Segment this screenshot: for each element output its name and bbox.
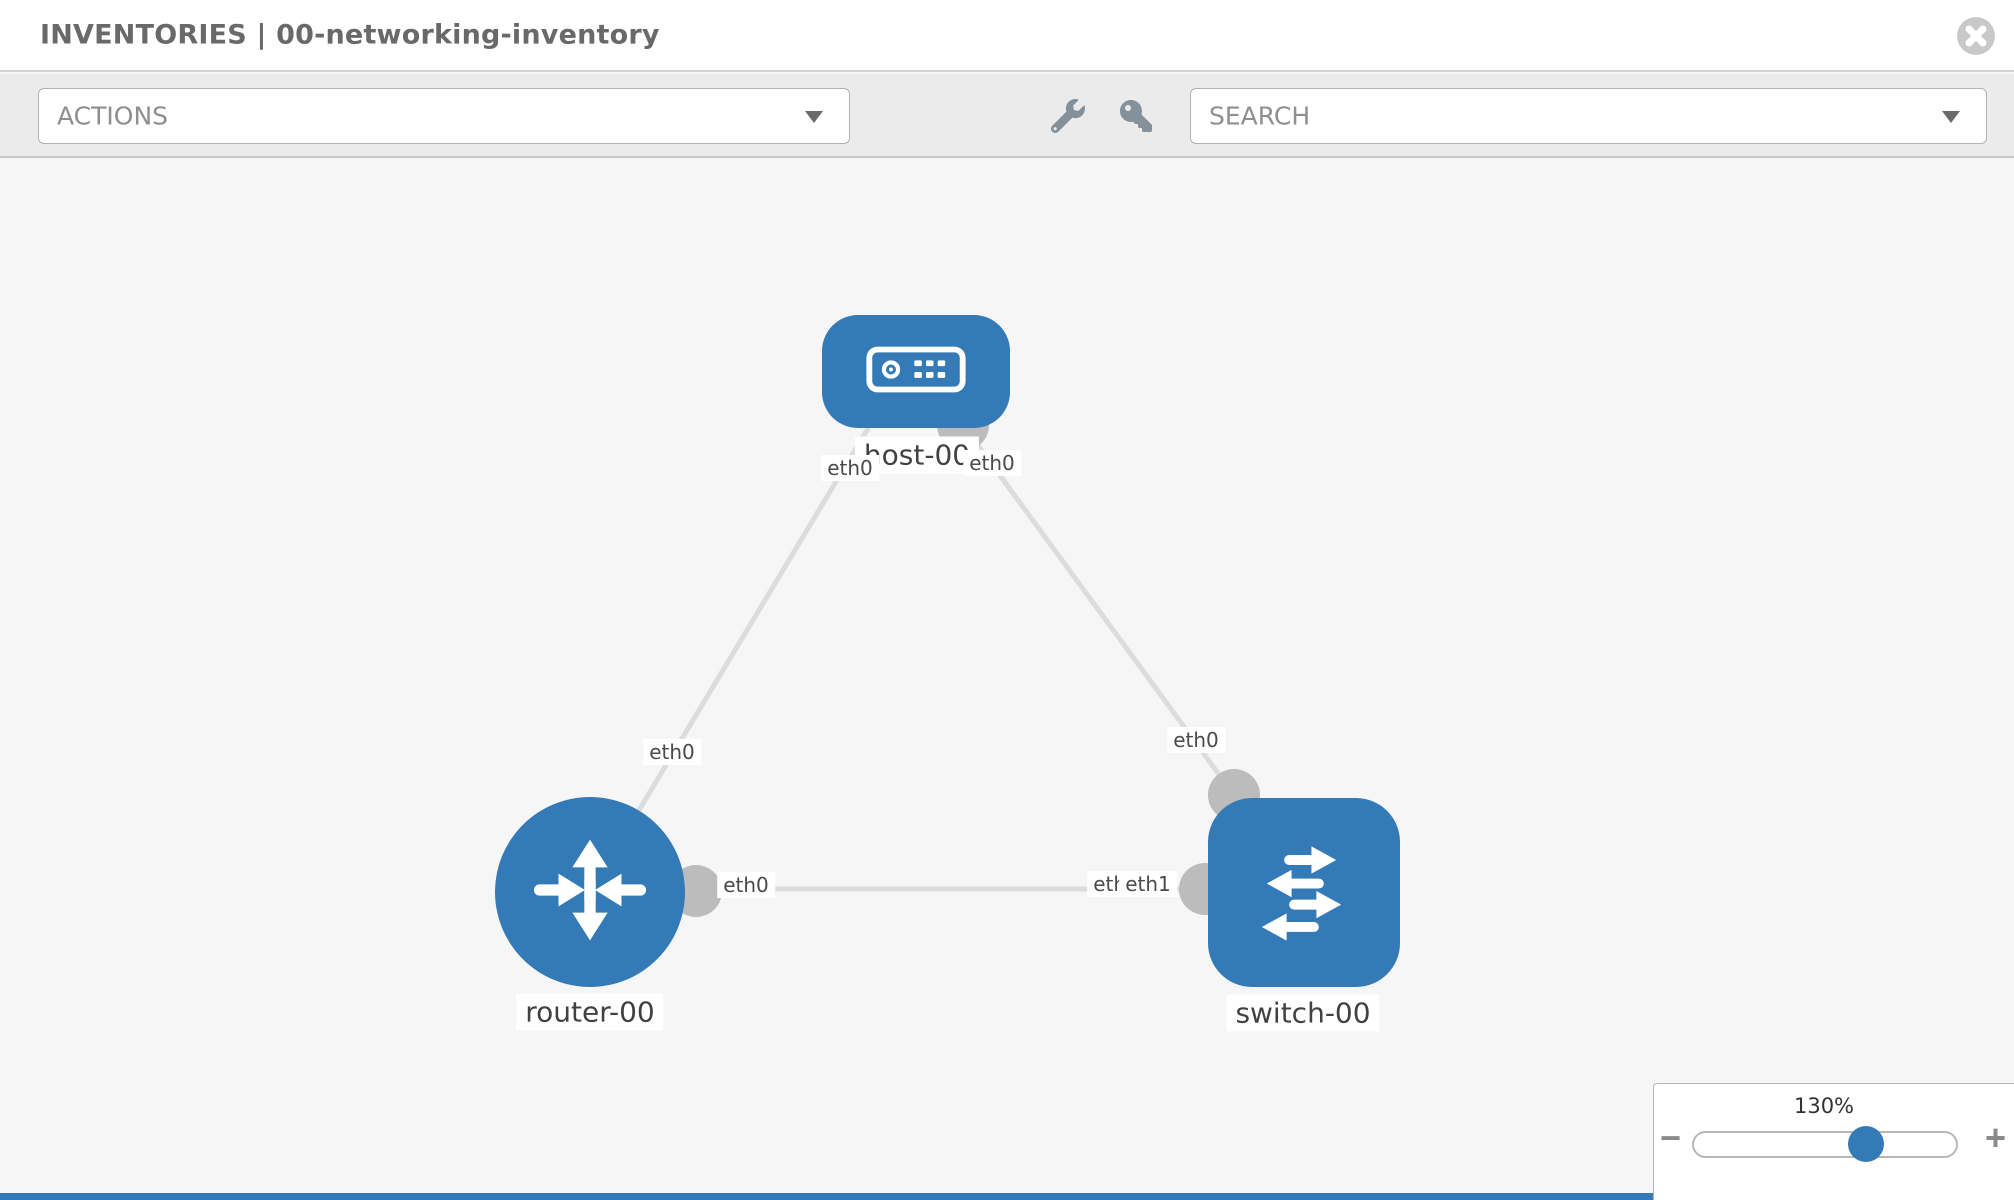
search-dropdown[interactable]: SEARCH [1190, 88, 1987, 144]
topology-canvas[interactable] [0, 158, 2014, 1200]
topology-links-layer [587, 399, 1260, 917]
zoom-slider-track[interactable] [1692, 1126, 1958, 1162]
wrench-icon [1050, 99, 1085, 136]
actions-dropdown[interactable]: ACTIONS [38, 88, 850, 144]
actions-dropdown-label: ACTIONS [57, 101, 169, 131]
zoom-in-button[interactable]: + [1984, 1117, 2006, 1158]
key-button[interactable] [1118, 99, 1154, 135]
search-dropdown-label: SEARCH [1209, 101, 1311, 131]
interface-label-host-left: eth0 [821, 455, 879, 481]
interface-label-link-right-front: eth1 [1119, 871, 1177, 897]
chevron-down-icon [805, 111, 823, 123]
interface-label-router-top: eth0 [643, 739, 701, 765]
header-bar: INVENTORIES | 00-networking-inventory [0, 0, 2014, 72]
close-icon [1954, 17, 1998, 61]
configure-button[interactable] [1050, 99, 1086, 135]
node-router-00[interactable] [495, 797, 685, 987]
interface-label-link-left: eth0 [717, 872, 775, 898]
zoom-out-button[interactable]: − [1660, 1117, 1682, 1158]
zoom-panel: 130% − + [1653, 1083, 2014, 1200]
node-host-00[interactable] [822, 315, 1010, 428]
footer-accent-bar [0, 1193, 1653, 1200]
node-switch-00[interactable] [1208, 798, 1400, 987]
interface-label-switch-top: eth0 [1167, 727, 1225, 753]
close-button[interactable] [1954, 14, 1998, 58]
node-label-router: router-00 [516, 993, 664, 1031]
toolbar: ACTIONS SEARCH [0, 74, 2014, 158]
zoom-level-value: 130% [1793, 1094, 1855, 1118]
key-icon [1120, 99, 1152, 135]
switch-icon [1242, 829, 1366, 957]
node-label-switch: switch-00 [1226, 994, 1380, 1032]
interface-label-host-right: eth0 [963, 450, 1021, 476]
page-title: INVENTORIES | 00-networking-inventory [40, 19, 660, 51]
chevron-down-icon [1942, 111, 1960, 123]
server-icon [866, 346, 966, 397]
zoom-slider-thumb[interactable] [1848, 1126, 1884, 1162]
router-icon [527, 827, 653, 957]
